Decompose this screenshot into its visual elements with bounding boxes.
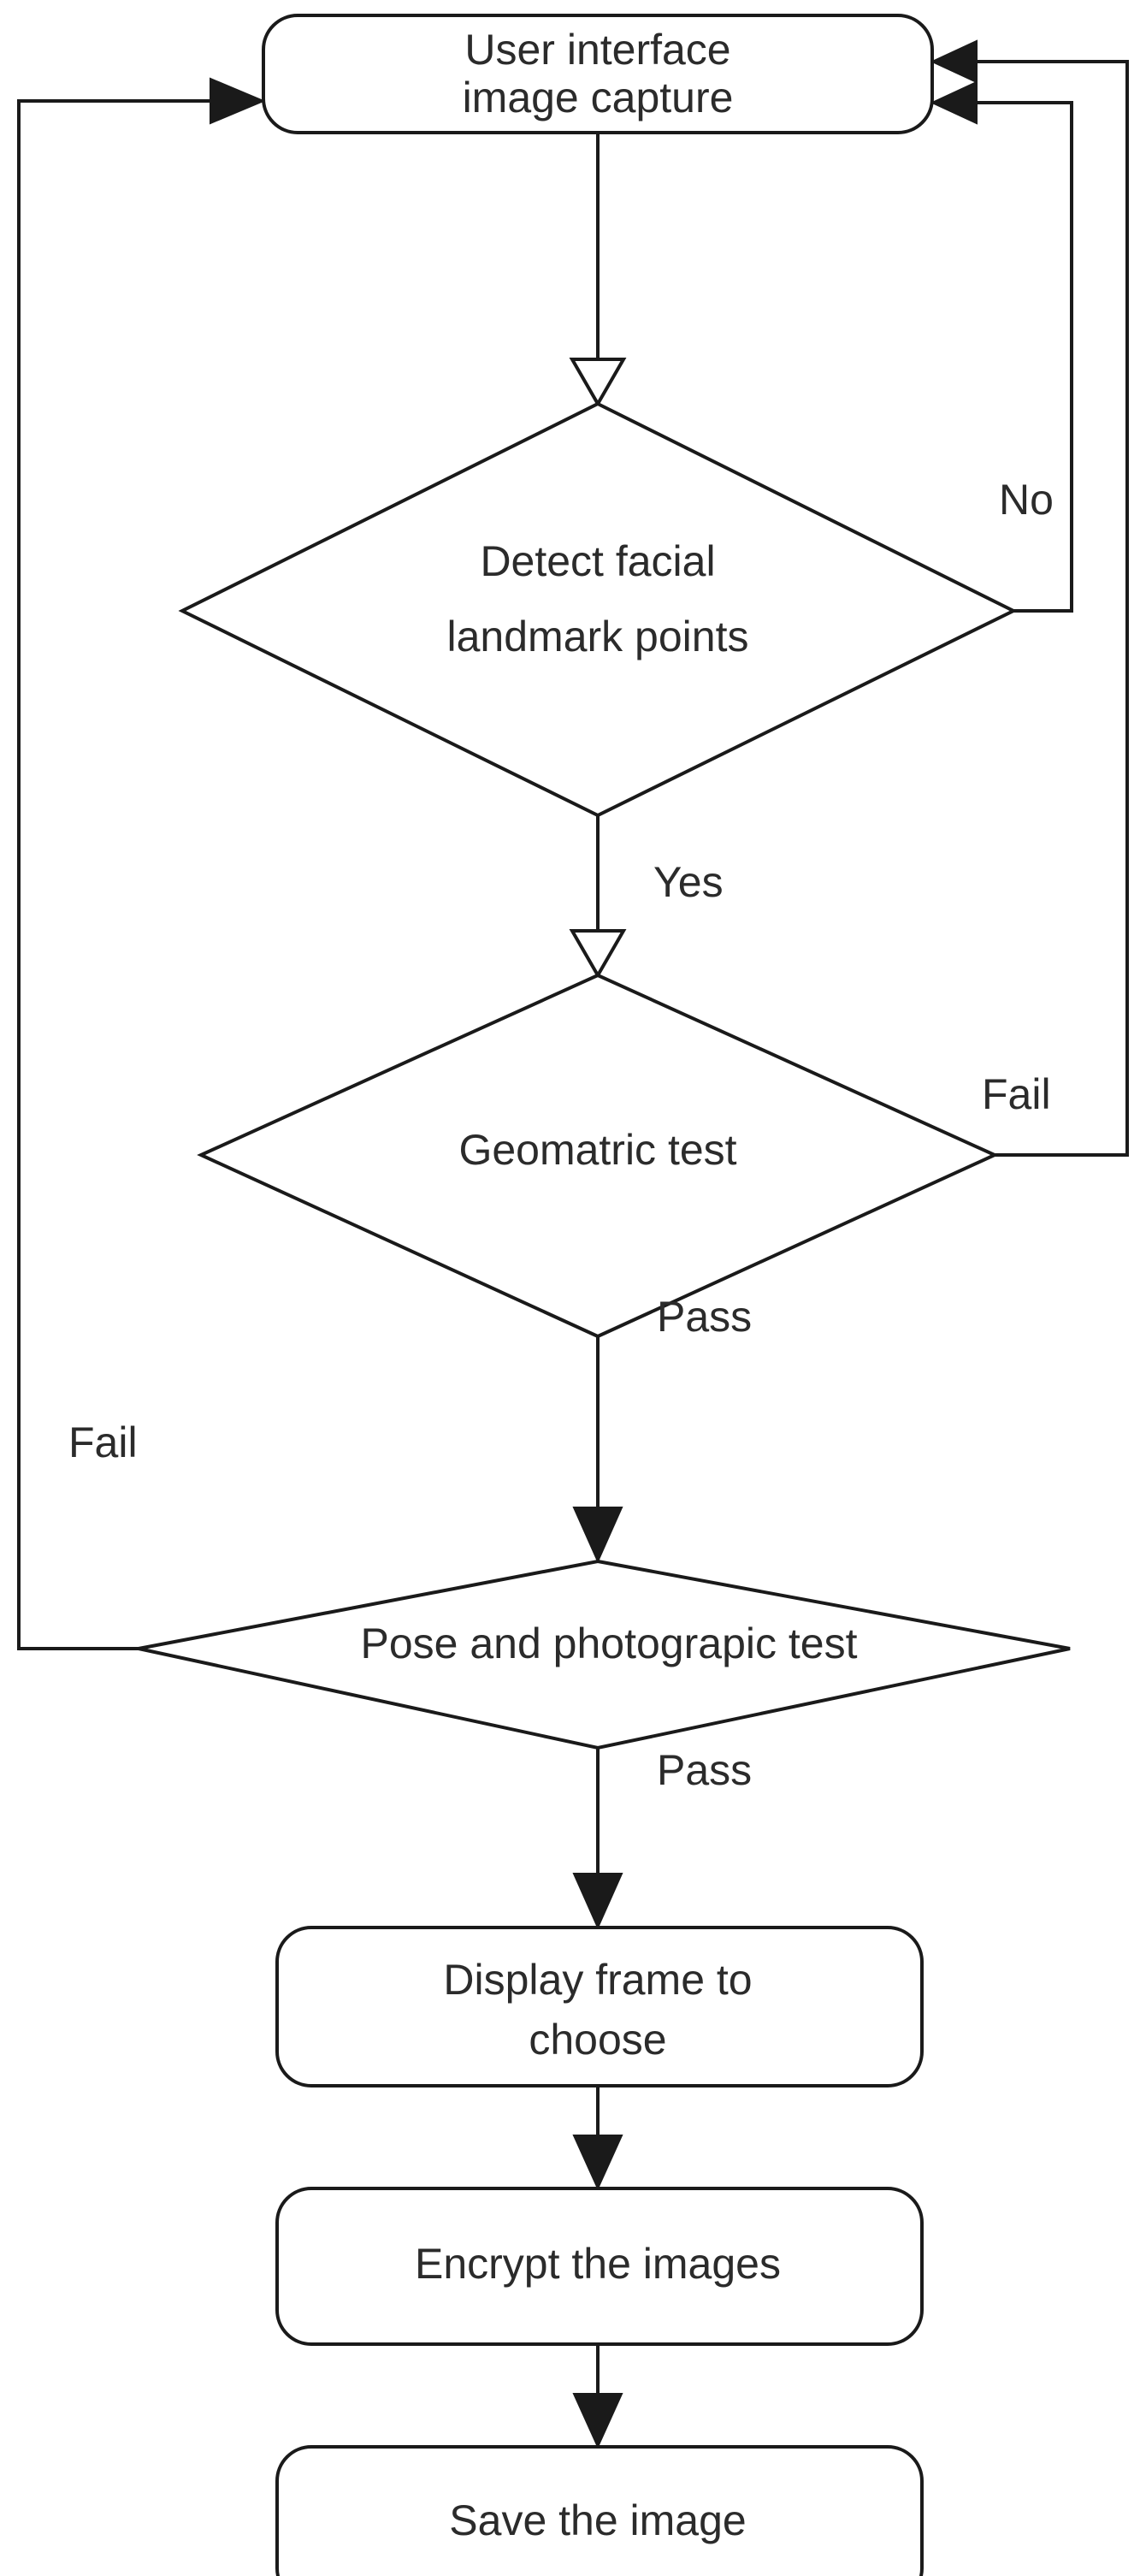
node-geomatric-test[interactable]: Geomatric test [197, 973, 999, 1339]
edge-detect-yes-to-geomatric [569, 815, 627, 980]
edge-geomatric-fail-to-capture [930, 39, 1129, 1157]
node-capture[interactable]: User interface image capture [262, 14, 934, 134]
edge-pose-pass-to-display [572, 1748, 623, 1930]
node-capture-shape [262, 14, 934, 134]
node-display-frame-label-line2: choose [529, 2016, 666, 2064]
edge-geomatric-pass-to-pose [572, 1336, 623, 1564]
node-encrypt-images[interactable]: Encrypt the images [275, 2187, 924, 2346]
node-encrypt-images-shape [275, 2187, 924, 2346]
node-detect-landmarks[interactable]: Detect facial landmark points [178, 401, 1018, 818]
edge-label-pose-fail: Fail [68, 1418, 138, 1466]
node-save-image-shape [275, 2445, 924, 2576]
node-geomatric-test-shape [197, 973, 999, 1339]
edge-pose-fail-to-capture [17, 77, 266, 1650]
node-detect-landmarks-label-line1: Detect facial [480, 537, 715, 585]
edge-capture-to-detect [569, 133, 627, 408]
edge-detect-no-to-capture [930, 80, 1073, 613]
edge-label-detect-yes: Yes [653, 858, 724, 906]
node-detect-landmarks-label-line2: landmark points [447, 613, 749, 660]
node-encrypt-images-label: Encrypt the images [415, 2240, 781, 2288]
edge-label-pose-pass: Pass [657, 1746, 752, 1794]
edge-display-to-encrypt [572, 2086, 623, 2191]
node-save-image[interactable]: Save the image [275, 2445, 924, 2576]
edge-label-geomatric-fail: Fail [982, 1070, 1051, 1118]
node-display-frame-label-line1: Display frame to [443, 1956, 752, 2004]
node-detect-landmarks-shape [178, 401, 1018, 818]
node-pose-photographic-test-shape [138, 1559, 1071, 1750]
node-pose-photographic-test-label: Pose and photograpic test [361, 1620, 858, 1667]
edge-encrypt-to-save [572, 2344, 623, 2449]
node-display-frame-shape [275, 1926, 924, 2087]
edge-label-detect-no: No [999, 476, 1054, 524]
node-pose-photographic-test[interactable]: Pose and photograpic test [138, 1559, 1071, 1750]
node-capture-label-line1: User interface [464, 26, 730, 74]
edge-label-geomatric-pass: Pass [657, 1293, 752, 1341]
node-save-image-label: Save the image [449, 2496, 746, 2544]
node-geomatric-test-label: Geomatric test [458, 1126, 736, 1174]
node-display-frame[interactable]: Display frame to choose [275, 1926, 924, 2087]
node-capture-label-line2: image capture [463, 74, 734, 121]
